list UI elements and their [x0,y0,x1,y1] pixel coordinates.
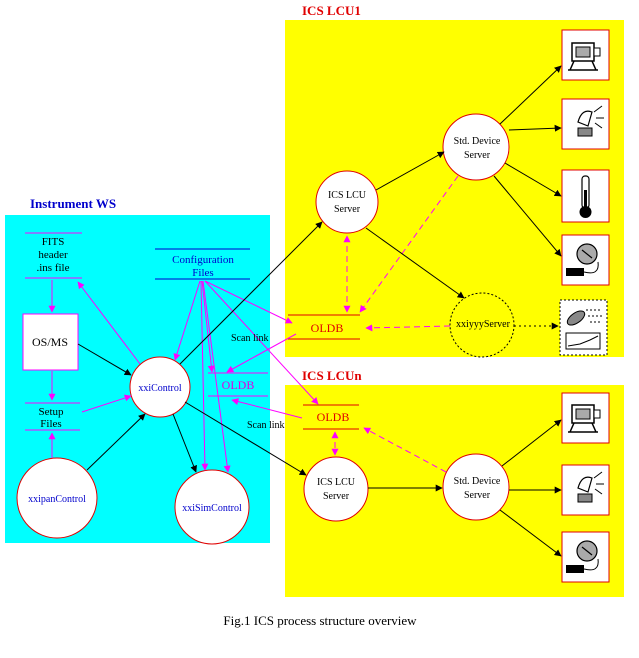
edge-lcnstd-motor [501,419,562,467]
svg-text:Files: Files [40,418,61,430]
black-edges [77,65,562,557]
svg-text:xxipanControl: xxipanControl [28,494,86,505]
lcun-title: ICS LCUn [302,368,362,383]
edge-config-xxicontrol [173,280,201,361]
svg-text:OLDB: OLDB [317,410,350,424]
lcu1-oldb: OLDB [288,314,360,340]
edge-xxicontrol-sim [172,413,197,473]
edge-config-lcunoldb [204,280,319,405]
svg-text:OLDB: OLDB [222,378,255,392]
thermometer-icon [579,175,592,218]
svg-text:Server: Server [464,490,491,501]
fits-header-file: FITS header .ins file [25,232,82,279]
edge-osms-xxicontrol [77,343,132,376]
lcu1-title: ICS LCU1 [302,3,361,18]
lcu1-device-sensor [561,234,610,286]
lamp-icon [577,471,604,503]
edge-xxicontrol-lcu1 [179,221,323,365]
figure-caption: Fig.1 ICS process structure overview [223,613,417,628]
lcu1-device-thermometer [561,169,610,223]
xxisimcontrol-process: xxiSimControl [174,469,250,545]
svg-text:.ins file: .ins file [37,262,70,274]
edge-config-sim [200,280,209,471]
sensor-icon [566,540,599,573]
edge-std-lamp [508,124,562,132]
setup-files: Setup Files [25,402,80,431]
svg-text:header: header [38,249,68,261]
svg-text:Setup: Setup [38,406,64,418]
lamp-icon [577,105,604,137]
edge-lcu1-xxiyyy [365,227,465,299]
lcu1-server: ICS LCU Server [315,170,379,234]
svg-text:xxiSimControl: xxiSimControl [182,503,242,514]
edge-std-thermo [504,162,562,197]
svg-text:ICS LCU: ICS LCU [328,190,367,201]
lcun-device-sensor [561,531,610,583]
lcu1-xxiyyy-server: xxiyyyServer [449,292,515,358]
edge-std-sensor [493,175,562,257]
svg-text:FITS: FITS [42,236,65,248]
edge-xxiyyy-oldb [365,324,451,332]
lcun-device-lamp [561,464,610,516]
edge-config-wsoldb [201,280,215,373]
svg-text:Server: Server [334,204,361,215]
svg-text:Configuration: Configuration [172,254,234,266]
lcu1-device-motor [561,29,610,81]
lcun-std-device-server: Std. Device Server [442,453,510,521]
xxicontrol-process: xxiControl [129,356,191,418]
custom-device-icon [565,309,602,350]
edge-lcnstd-sensor [499,509,562,557]
edge-setup-xxicontrol [81,394,132,413]
magenta-edges [48,280,319,473]
osms-box: OS/MS [22,313,79,371]
edge-std-motor [499,65,562,125]
svg-text:OLDB: OLDB [311,321,344,335]
svg-text:Files: Files [192,267,213,279]
lcu1-device-custom [559,299,608,356]
lcun-oldb: OLDB [303,404,359,430]
configuration-files: Configuration Files [155,248,250,280]
edge-lcunstd-oldb [363,427,447,473]
edge-config-sim2 [202,280,231,473]
scan-link-label-2: Scan link [247,420,285,431]
edge-lcunoldb-wsoldb [231,398,303,419]
svg-text:Std. Device: Std. Device [454,476,501,487]
instrument-ws-title: Instrument WS [30,196,116,211]
edge-xxicontrol-lcun [184,401,307,476]
edge-xxicontrol-fits [77,281,141,365]
svg-text:Std. Device: Std. Device [454,136,501,147]
edge-config-lcu1oldb [204,280,293,324]
lcu1-device-lamp [561,98,610,150]
svg-text:xxiControl: xxiControl [138,383,182,394]
svg-text:Server: Server [464,150,491,161]
lcu1-std-device-server: Std. Device Server [442,113,510,181]
edge-pan-xxicontrol [86,413,146,471]
sensor-icon [566,243,599,276]
edge-lcu1oldb-wsoldb [226,333,297,373]
motor-icon [568,42,601,71]
motor-icon [568,404,601,433]
xxipancontrol-process: xxipanControl [16,457,98,539]
lcun-device-motor [561,392,610,444]
lcun-server: ICS LCU Server [303,456,369,522]
svg-text:xxiyyyServer: xxiyyyServer [456,319,511,330]
svg-text:OS/MS: OS/MS [32,335,68,349]
edge-lcu1-stddev [375,151,445,191]
scan-link-label-1: Scan link [231,333,269,344]
svg-text:Server: Server [323,491,350,502]
edge-stddev-oldb [359,175,459,313]
magenta-dashed-edges [331,175,459,473]
svg-text:ICS LCU: ICS LCU [317,477,356,488]
